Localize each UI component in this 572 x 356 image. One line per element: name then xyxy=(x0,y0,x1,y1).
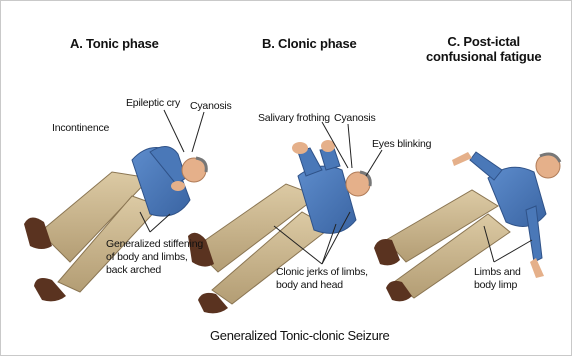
figure-post-ictal xyxy=(374,152,560,301)
callout-incontinence: Incontinence xyxy=(52,122,109,135)
leader-cyanosis-b xyxy=(348,124,352,168)
callout-limbs-limp: Limbs and body limp xyxy=(474,266,521,292)
leader-cyanosis-a xyxy=(192,112,204,152)
heading-tonic-phase: A. Tonic phase xyxy=(70,36,159,51)
callout-epileptic-cry: Epileptic cry xyxy=(126,97,180,110)
callout-generalized-stiffening: Generalized stiffening of body and limbs… xyxy=(106,238,203,277)
callout-eyes-blinking: Eyes blinking xyxy=(372,138,431,151)
callout-cyanosis-tonic: Cyanosis xyxy=(190,100,232,113)
leader-limp-2 xyxy=(494,240,532,262)
heading-clonic-phase: B. Clonic phase xyxy=(262,36,357,51)
leader-epileptic-cry xyxy=(164,110,184,152)
callout-salivary-frothing: Salivary frothing xyxy=(258,112,330,125)
figure-caption: Generalized Tonic-clonic Seizure xyxy=(210,328,389,343)
callout-cyanosis-clonic: Cyanosis xyxy=(334,112,376,125)
callout-clonic-jerks: Clonic jerks of limbs, body and head xyxy=(276,266,368,292)
leader-eyes xyxy=(366,150,382,176)
leader-stiffening-2 xyxy=(150,214,170,232)
figure-tonic-phase xyxy=(24,146,206,301)
heading-post-ictal: C. Post-ictal confusional fatigue xyxy=(426,34,541,64)
